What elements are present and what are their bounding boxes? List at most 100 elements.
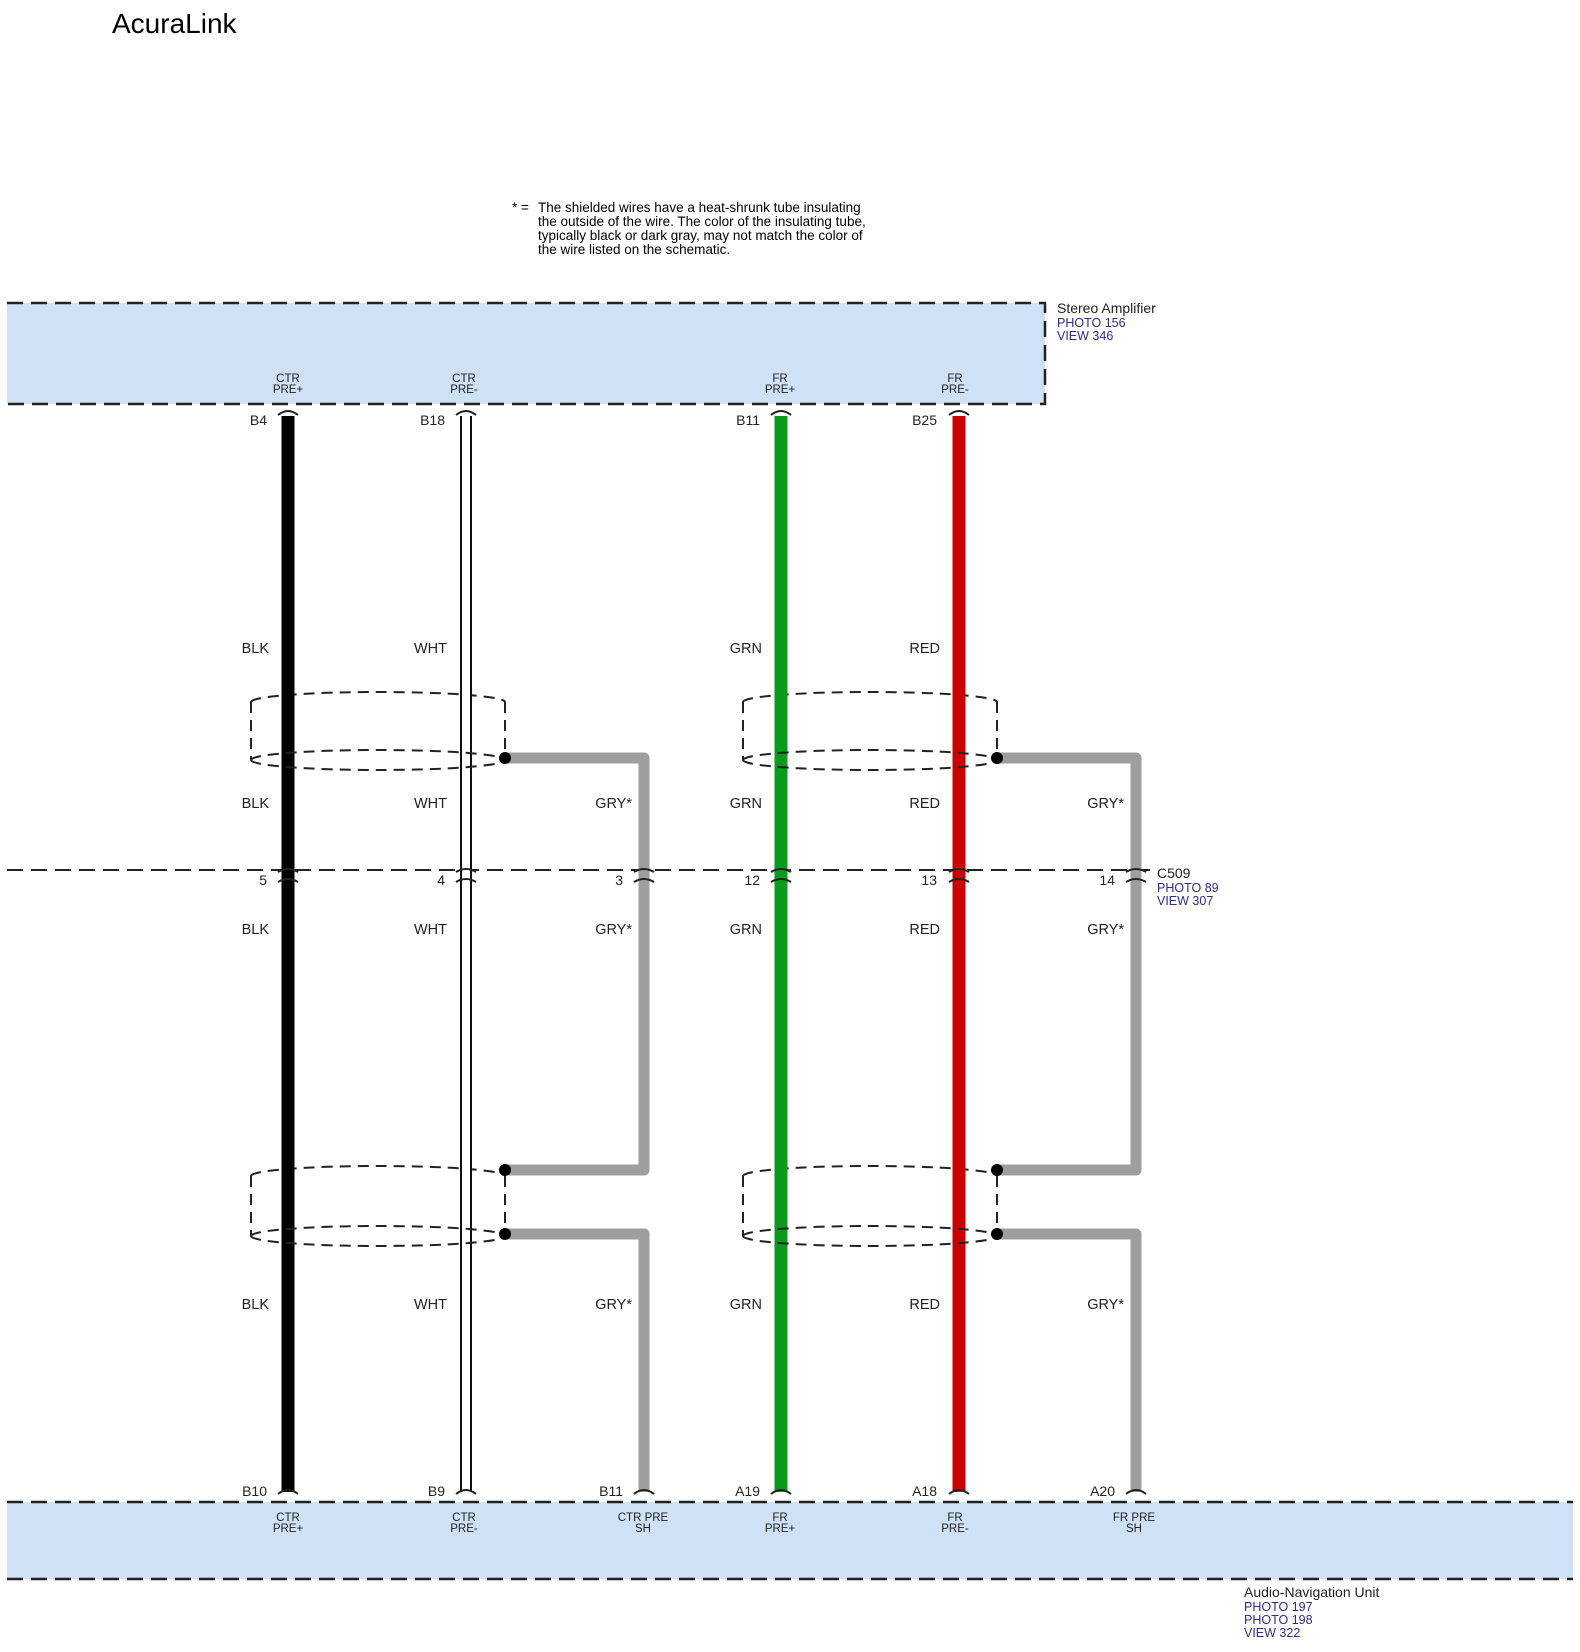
stereo-amplifier-box[interactable] xyxy=(7,303,1045,404)
wire-color-label: GRN xyxy=(730,641,762,657)
wire-color-label: GRY* xyxy=(595,1297,632,1313)
signal-name: FR PRE xyxy=(1113,1512,1156,1524)
shield-tube-backs xyxy=(250,691,998,1177)
wire-color-label: WHT xyxy=(414,922,447,938)
splice-dot xyxy=(991,1164,1003,1176)
note-marker: * = xyxy=(512,200,529,215)
pin-number: B25 xyxy=(912,412,937,428)
pin-number: A18 xyxy=(912,1483,937,1499)
fr-shield-drain-upper[interactable] xyxy=(997,752,1142,1176)
pin-number: 4 xyxy=(437,872,445,888)
signal-name: PRE- xyxy=(941,384,969,396)
wire-color-label: WHT xyxy=(414,796,447,812)
audio-navigation-unit-name: Audio-Navigation Unit xyxy=(1244,1584,1380,1600)
c509-view-link[interactable]: VIEW 307 xyxy=(1157,894,1213,908)
pin-number: B18 xyxy=(420,412,445,428)
stereo-amplifier-border xyxy=(7,301,1047,406)
pin-number: 14 xyxy=(1099,872,1115,888)
wire-color-label: GRY* xyxy=(595,922,632,938)
amplifier-pin-numbers: B4 B18 B11 B25 xyxy=(250,412,937,428)
signal-name: FR xyxy=(947,373,962,385)
wire-color-label: GRY* xyxy=(1087,922,1124,938)
page-title: AcuraLink xyxy=(112,8,238,39)
signal-name: CTR xyxy=(452,373,476,385)
wire-color-label: GRN xyxy=(730,922,762,938)
signal-name: PRE- xyxy=(450,1523,478,1535)
audio-navigation-unit-photo-link[interactable]: PHOTO 197 xyxy=(1244,1600,1313,1614)
wire-color-label: RED xyxy=(909,796,940,812)
ctr-shield-drain-upper[interactable] xyxy=(505,752,650,1176)
wire-color-label: GRY* xyxy=(1087,1297,1124,1313)
note-line: the wire listed on the schematic. xyxy=(538,242,730,257)
signal-name: PRE+ xyxy=(273,1523,304,1535)
wire-color-labels-row-1: BLK WHT GRN RED xyxy=(242,641,940,657)
stereo-amplifier-name: Stereo Amplifier xyxy=(1057,300,1156,316)
c509-name: C509 xyxy=(1157,865,1191,881)
signal-name: CTR PRE xyxy=(618,1512,669,1524)
wire-color-label: BLK xyxy=(242,796,270,812)
wire-color-label: GRN xyxy=(730,1297,762,1313)
signal-name: CTR xyxy=(276,1512,300,1524)
signal-name: PRE+ xyxy=(273,384,304,396)
shield-tube-fronts xyxy=(250,702,998,1247)
wire-color-label: GRY* xyxy=(595,796,632,812)
stereo-amplifier-view-link[interactable]: VIEW 346 xyxy=(1057,329,1113,343)
note-line: typically black or dark gray, may not ma… xyxy=(538,228,863,243)
pin-number: A19 xyxy=(735,1483,760,1499)
pin-number: A20 xyxy=(1090,1483,1115,1499)
audio-navigation-unit-view-link[interactable]: VIEW 322 xyxy=(1244,1626,1300,1640)
audio-navigation-unit-box[interactable] xyxy=(7,1502,1573,1579)
pin-number: B4 xyxy=(250,412,267,428)
stereo-amplifier-component: Stereo Amplifier PHOTO 156 VIEW 346 xyxy=(7,300,1156,406)
amplifier-signal-names: CTR PRE+ CTR PRE- FR PRE+ FR PRE- xyxy=(273,373,969,396)
ctr-shield-drain-lower[interactable] xyxy=(505,1228,650,1492)
pin-number: 3 xyxy=(615,872,623,888)
wire-color-labels-row-3: BLK WHT GRY* GRN RED GRY* xyxy=(242,922,1125,938)
audio-navigation-unit-photo-link[interactable]: PHOTO 198 xyxy=(1244,1613,1313,1627)
pin-number: B11 xyxy=(736,412,760,428)
pin-number: 5 xyxy=(259,872,267,888)
signal-name: PRE+ xyxy=(765,1523,796,1535)
signal-name: SH xyxy=(635,1523,651,1535)
signal-name: CTR xyxy=(276,373,300,385)
c509-connector: C509 PHOTO 89 VIEW 307 xyxy=(7,865,1219,908)
note-line: The shielded wires have a heat-shrunk tu… xyxy=(538,200,861,215)
wire-color-label: RED xyxy=(909,922,940,938)
wire-color-label: RED xyxy=(909,1297,940,1313)
wire-color-label: BLK xyxy=(242,641,270,657)
signal-wires xyxy=(281,416,966,1492)
signal-name: PRE- xyxy=(941,1523,969,1535)
wire-color-label: WHT xyxy=(414,1297,447,1313)
splice-dot xyxy=(499,1228,511,1240)
signal-name: SH xyxy=(1126,1523,1142,1535)
shield-note: * = The shielded wires have a heat-shrun… xyxy=(512,200,866,257)
pin-number: 13 xyxy=(921,872,937,888)
note-line: the outside of the wire. The color of th… xyxy=(538,214,866,229)
signal-name: FR xyxy=(947,1512,962,1524)
c509-pin-numbers: 5 4 3 12 13 14 xyxy=(259,872,1115,888)
splice-dot xyxy=(499,752,511,764)
fr-shield-drain-lower[interactable] xyxy=(997,1228,1142,1492)
terminal-markers xyxy=(277,410,1147,1495)
wire-color-labels-row-4: BLK WHT GRY* GRN RED GRY* xyxy=(242,1297,1125,1313)
wire-color-label: BLK xyxy=(242,922,270,938)
nav-unit-pin-numbers: B10 B9 B11 A19 A18 A20 xyxy=(242,1483,1115,1499)
stereo-amplifier-photo-link[interactable]: PHOTO 156 xyxy=(1057,316,1126,330)
c509-photo-link[interactable]: PHOTO 89 xyxy=(1157,881,1219,895)
wire-color-label: GRY* xyxy=(1087,796,1124,812)
pin-number: B11 xyxy=(599,1483,623,1499)
shield-splice-dots xyxy=(499,752,1003,1240)
audio-navigation-unit-component: Audio-Navigation Unit PHOTO 197 PHOTO 19… xyxy=(7,1500,1573,1640)
wire-color-labels-row-2: BLK WHT GRY* GRN RED GRY* xyxy=(242,796,1125,812)
signal-name: CTR xyxy=(452,1512,476,1524)
splice-dot xyxy=(991,1228,1003,1240)
signal-name: FR xyxy=(772,373,787,385)
wire-color-label: GRN xyxy=(730,796,762,812)
wire-color-label: BLK xyxy=(242,1297,270,1313)
signal-name: PRE- xyxy=(450,384,478,396)
pin-number: B10 xyxy=(242,1483,267,1499)
signal-name: PRE+ xyxy=(765,384,796,396)
pin-number: B9 xyxy=(428,1483,445,1499)
shield-drain-wires xyxy=(505,752,1142,1492)
